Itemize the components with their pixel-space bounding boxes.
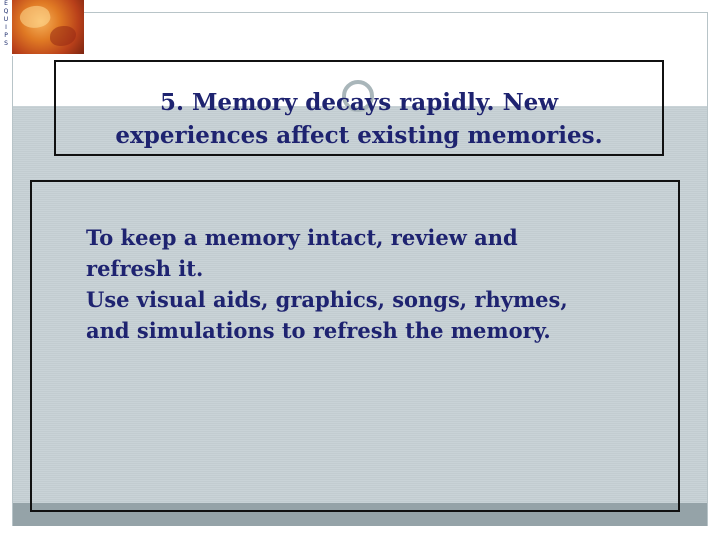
bullet-text-line: To keep a memory intact, review and <box>86 225 518 250</box>
bullet-text-line: refresh it. <box>86 256 204 281</box>
logo-text: E Q U I P S <box>0 0 12 56</box>
slide-title-line-2: experiences affect existing memories. <box>115 122 603 149</box>
bullet-text-line: Use visual aids, graphics, songs, rhymes… <box>86 287 568 312</box>
logo-letter: S <box>4 40 8 47</box>
frame-border-right <box>707 12 708 526</box>
bullet-item: Use visual aids, graphics, songs, rhymes… <box>42 284 672 346</box>
bullet-item: To keep a memory intact, review and refr… <box>42 222 672 284</box>
frame-border-left <box>12 56 13 526</box>
bullet-text-line: and simulations to refresh the memory. <box>86 318 551 343</box>
bullet-list: To keep a memory intact, review and refr… <box>42 222 672 346</box>
logo-letter: P <box>4 32 8 39</box>
globe-icon <box>12 0 84 54</box>
background-band <box>13 106 707 526</box>
logo-letter: Q <box>3 8 9 15</box>
title-box: 5. Memory decays rapidly. New experience… <box>54 60 664 156</box>
logo-letter: U <box>3 16 9 23</box>
divider-line <box>84 12 708 13</box>
logo-letter: I <box>5 24 7 31</box>
slide-title: 5. Memory decays rapidly. New experience… <box>56 86 662 152</box>
slide-title-line-1: 5. Memory decays rapidly. New <box>159 89 559 116</box>
logo-letter: E <box>4 0 8 7</box>
circle-ornament-icon <box>342 80 374 112</box>
title-background-band <box>56 106 662 154</box>
content-box <box>30 180 680 512</box>
footer-band <box>13 503 707 526</box>
